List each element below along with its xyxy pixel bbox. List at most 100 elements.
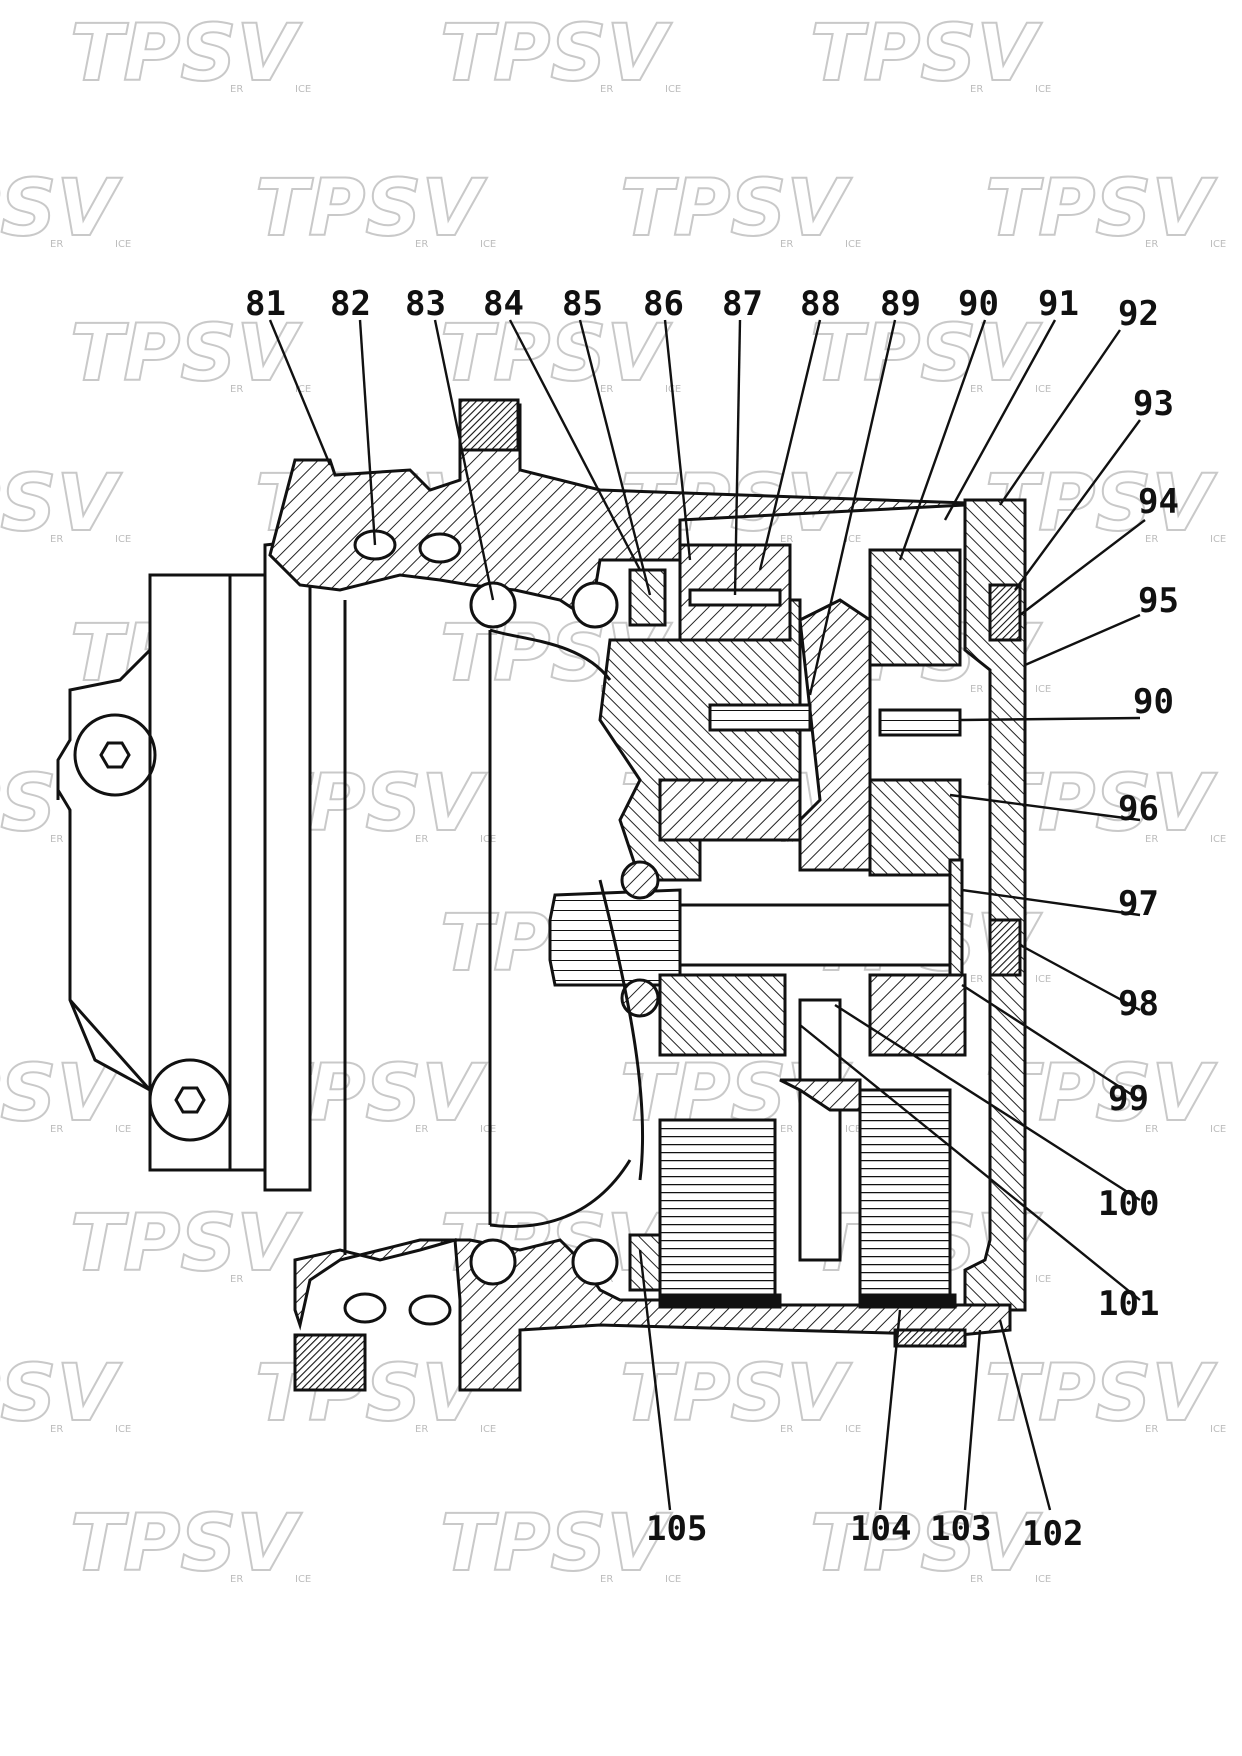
watermark-small-left: ER	[230, 84, 243, 95]
callout-label-90a: 90	[958, 284, 999, 324]
gear-lower-stage	[658, 778, 802, 842]
planet-gear-lower-right	[858, 1088, 952, 1302]
watermark-mark: TPSV	[440, 9, 673, 99]
watermark-small-left: ER	[50, 534, 63, 545]
watermark-small-right: ICE	[845, 1124, 861, 1135]
seal-roller-2	[418, 532, 462, 564]
watermark-mark: TPSV	[620, 164, 853, 254]
callout-label-94: 94	[1138, 482, 1179, 522]
watermark-small-right: ICE	[480, 834, 496, 845]
callout-label-95: 95	[1138, 581, 1179, 621]
planetary-carrier	[598, 543, 962, 882]
watermark-small-left: ER	[415, 239, 428, 250]
watermark-mark: TPSV	[0, 459, 123, 549]
watermark-mark: TPSV	[440, 309, 673, 399]
watermark-mark: TPSV	[985, 1349, 1218, 1439]
hex-bolt-icon	[174, 1086, 206, 1114]
lower-bolt	[293, 1333, 367, 1392]
callout-label-88: 88	[800, 284, 841, 324]
sun-shaft	[678, 903, 962, 967]
watermark-small-left: ER	[970, 84, 983, 95]
bolt-103	[893, 1328, 967, 1348]
watermark-small-right: ICE	[665, 1574, 681, 1585]
watermark-small-left: ER	[1145, 834, 1158, 845]
watermark-small-right: ICE	[115, 239, 131, 250]
watermark-small-left: ER	[970, 384, 983, 395]
watermark-mark: TPSV	[810, 309, 1043, 399]
callout-label-104: 104	[850, 1509, 911, 1549]
planet-gear-lower-left	[658, 1118, 777, 1302]
ring-gear-upper	[868, 548, 962, 667]
watermark-small-left: ER	[50, 834, 63, 845]
callout-label-97: 97	[1118, 884, 1159, 924]
watermark-small-left: ER	[600, 1574, 613, 1585]
watermark-small-left: ER	[780, 239, 793, 250]
watermark-small-right: ICE	[1035, 974, 1051, 985]
hex-bolt-icon	[99, 741, 131, 769]
watermark-small-right: ICE	[845, 239, 861, 250]
callout-label-96: 96	[1118, 789, 1159, 829]
seal-roller-4	[408, 1294, 452, 1326]
watermark-mark: TPSV	[810, 9, 1043, 99]
plug-98	[988, 918, 1022, 977]
watermark-small-left: ER	[415, 1424, 428, 1435]
callout-label-90b: 90	[1133, 682, 1174, 722]
watermark-small-left: ER	[50, 239, 63, 250]
watermark-small-left: ER	[600, 384, 613, 395]
watermark-small-left: ER	[1145, 1424, 1158, 1435]
watermark-small-left: ER	[230, 384, 243, 395]
watermark-mark: TPSV	[440, 1499, 673, 1589]
thrust-washer-left	[658, 1293, 782, 1309]
watermark-small-right: ICE	[1210, 1124, 1226, 1135]
callout-label-101: 101	[1098, 1284, 1159, 1324]
bolt-90-left	[708, 703, 812, 732]
watermark-small-right: ICE	[295, 84, 311, 95]
seal-roller-3	[343, 1292, 387, 1324]
watermark-small-left: ER	[970, 1574, 983, 1585]
watermark-small-left: ER	[1145, 239, 1158, 250]
watermark-small-left: ER	[780, 1124, 793, 1135]
carrier-lower	[658, 973, 787, 1057]
watermark-small-right: ICE	[480, 239, 496, 250]
callout-label-87: 87	[722, 284, 763, 324]
watermark-small-left: ER	[230, 1274, 243, 1285]
watermark-small-right: ICE	[295, 1574, 311, 1585]
callout-label-81: 81	[245, 284, 286, 324]
watermark-mark: TPSV	[985, 164, 1218, 254]
watermark-small-left: ER	[970, 974, 983, 985]
watermark-small-left: ER	[50, 1424, 63, 1435]
callout-label-89: 89	[880, 284, 921, 324]
watermark-small-left: ER	[780, 1424, 793, 1435]
watermark-small-right: ICE	[1210, 239, 1226, 250]
ring-gear-middle	[868, 778, 962, 877]
watermark-small-right: ICE	[1035, 1274, 1051, 1285]
ball-bearing-lower-2	[571, 1238, 619, 1286]
watermark-mark: TPSV	[70, 1499, 303, 1589]
motor-body	[56, 538, 312, 1192]
callout-label-86: 86	[643, 284, 684, 324]
watermark-small-right: ICE	[1035, 84, 1051, 95]
callout-label-91: 91	[1038, 284, 1079, 324]
callout-label-102: 102	[1022, 1514, 1083, 1554]
watermark-small-left: ER	[415, 834, 428, 845]
ball-bearing-upper-2	[571, 581, 619, 629]
output-shaft	[548, 858, 964, 1018]
watermark-mark: TPSV	[255, 164, 488, 254]
watermark-small-left: ER	[600, 84, 613, 95]
callout-label-99: 99	[1108, 1079, 1149, 1119]
callout-label-103: 103	[930, 1509, 991, 1549]
watermark-small-left: ER	[415, 1124, 428, 1135]
callout-label-85: 85	[562, 284, 603, 324]
watermark-mark: TPSV	[70, 1199, 303, 1289]
callout-label-93: 93	[1133, 384, 1174, 424]
leader-lines	[268, 319, 1146, 1511]
callout-label-84: 84	[483, 284, 524, 324]
watermark-small-right: ICE	[1035, 1574, 1051, 1585]
plug-94	[988, 583, 1022, 642]
planet-gears-lower	[658, 973, 967, 1309]
watermark-small-left: ER	[230, 1574, 243, 1585]
housing	[268, 398, 1027, 1392]
watermark-mark: TPSV	[70, 309, 303, 399]
